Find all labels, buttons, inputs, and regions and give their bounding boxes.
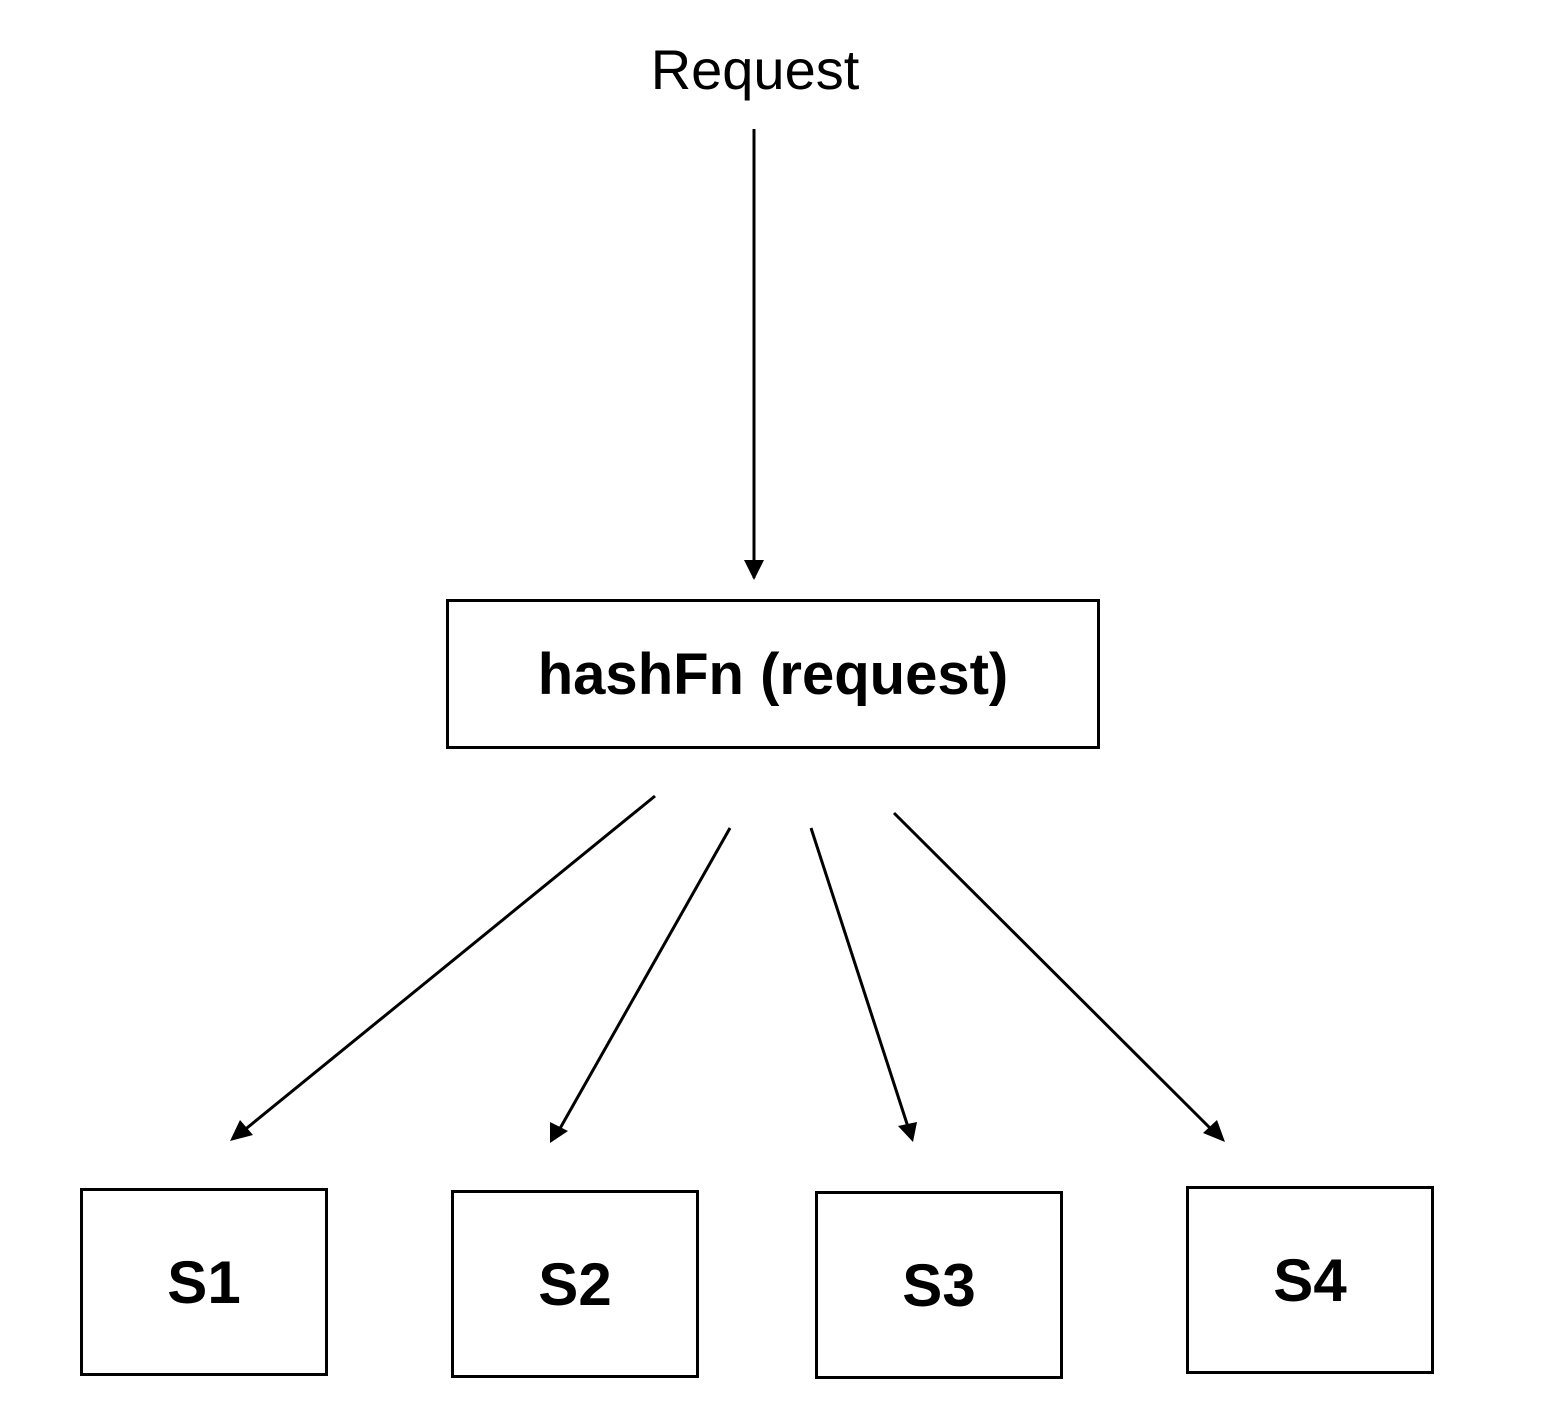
server-label-s4: S4 xyxy=(1273,1246,1347,1314)
hash-function-label: hashFn (request) xyxy=(537,641,1009,707)
arrowhead-hash-to-s1 xyxy=(230,1120,253,1141)
server-box-s2: S2 xyxy=(451,1190,699,1378)
hash-function-box: hashFn (request) xyxy=(446,599,1100,749)
server-label-s2: S2 xyxy=(538,1250,612,1318)
server-label-s3: S3 xyxy=(902,1251,976,1319)
server-label-s1: S1 xyxy=(167,1248,241,1316)
arrowhead-request-to-hash xyxy=(744,560,764,580)
arrow-hash-to-s1 xyxy=(241,794,656,1134)
arrowhead-hash-to-s4 xyxy=(1203,1120,1225,1142)
arrowhead-hash-to-s2 xyxy=(550,1122,568,1143)
server-box-s1: S1 xyxy=(80,1188,328,1376)
server-box-s4: S4 xyxy=(1186,1186,1434,1374)
arrow-hash-to-s2 xyxy=(556,827,732,1133)
server-box-s3: S3 xyxy=(815,1191,1063,1379)
request-label: Request xyxy=(650,38,860,101)
arrow-hash-to-s3 xyxy=(809,827,911,1131)
arrow-hash-to-s4 xyxy=(892,811,1217,1135)
arrowhead-hash-to-s3 xyxy=(898,1122,917,1142)
